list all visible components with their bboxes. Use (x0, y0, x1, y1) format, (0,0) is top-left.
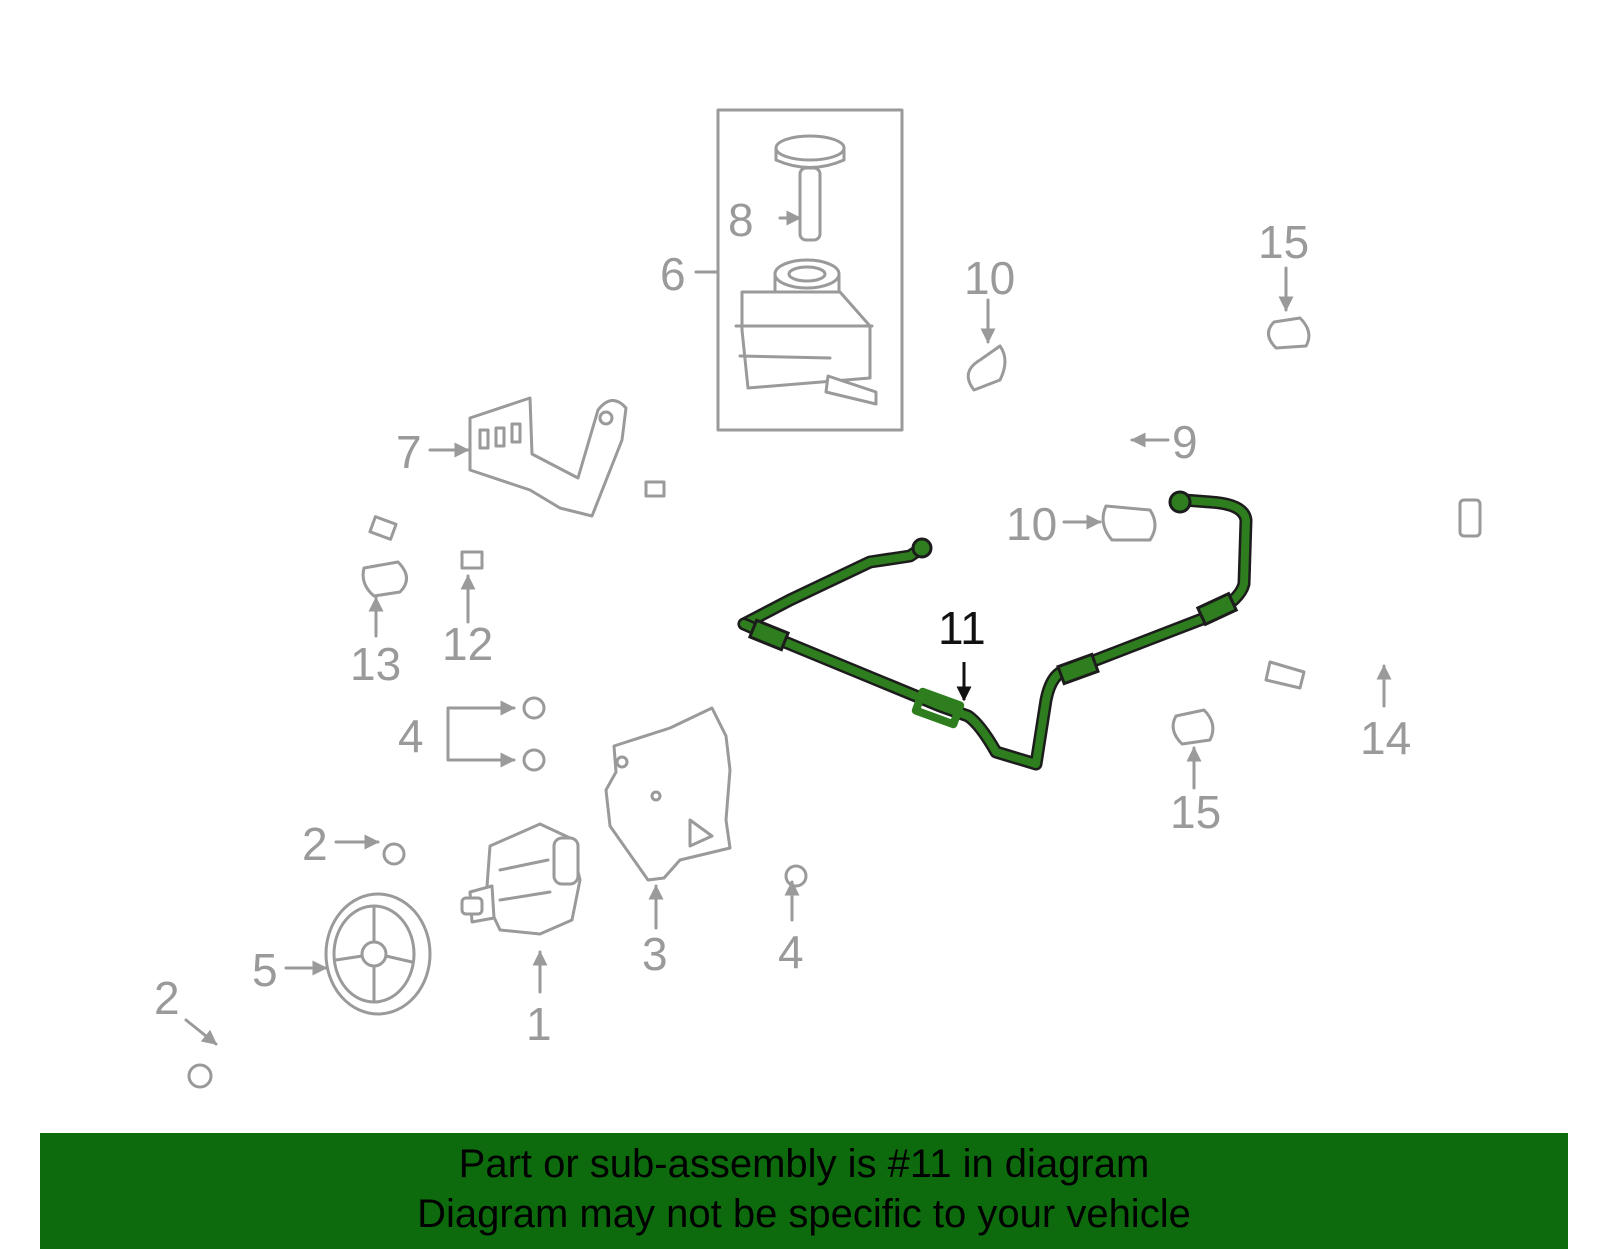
callout-2-bottom: 2 (154, 972, 180, 1024)
callout-6: 6 (660, 248, 686, 300)
pressure-line-left (310, 480, 666, 598)
return-hose (966, 344, 1157, 542)
callout-12: 12 (442, 618, 493, 670)
callout-10-top: 10 (964, 252, 1015, 304)
callout-15-top: 15 (1258, 216, 1309, 268)
pressure-hose-part-11 (737, 490, 1253, 771)
pump-pulley (324, 892, 432, 1016)
callout-2-middle: 2 (302, 818, 328, 870)
power-steering-pump (460, 822, 582, 936)
callout-5: 5 (252, 944, 278, 996)
callout-4-right: 4 (778, 926, 804, 978)
footer-line-2: Diagram may not be specific to your vehi… (417, 1192, 1191, 1236)
callout-9: 9 (1172, 416, 1198, 468)
cooler-line-right (1171, 316, 1482, 746)
bolts (187, 677, 808, 1089)
callout-1: 1 (526, 998, 552, 1050)
callout-13: 13 (350, 638, 401, 690)
callout-3: 3 (642, 928, 668, 980)
callout-11: 11 (938, 602, 986, 654)
footer-line-1: Part or sub-assembly is #11 in diagram (458, 1142, 1150, 1186)
reservoir-assembly (716, 108, 904, 432)
mounting-bracket (468, 396, 628, 518)
callout-7: 7 (396, 426, 422, 478)
callout-14: 14 (1360, 712, 1411, 764)
callout-15-bottom: 15 (1170, 786, 1221, 838)
footer-banner: Part or sub-assembly is #11 in diagram D… (40, 1133, 1568, 1249)
leader-arrows (184, 210, 1392, 1046)
pump-cover (604, 706, 732, 882)
callout-10-bottom: 10 (1006, 498, 1057, 550)
callout-labels: 8 6 7 10 9 10 15 11 12 13 4 2 3 4 5 2 1 … (154, 194, 1411, 1050)
callout-8: 8 (728, 194, 754, 246)
callout-4-left: 4 (398, 710, 424, 762)
